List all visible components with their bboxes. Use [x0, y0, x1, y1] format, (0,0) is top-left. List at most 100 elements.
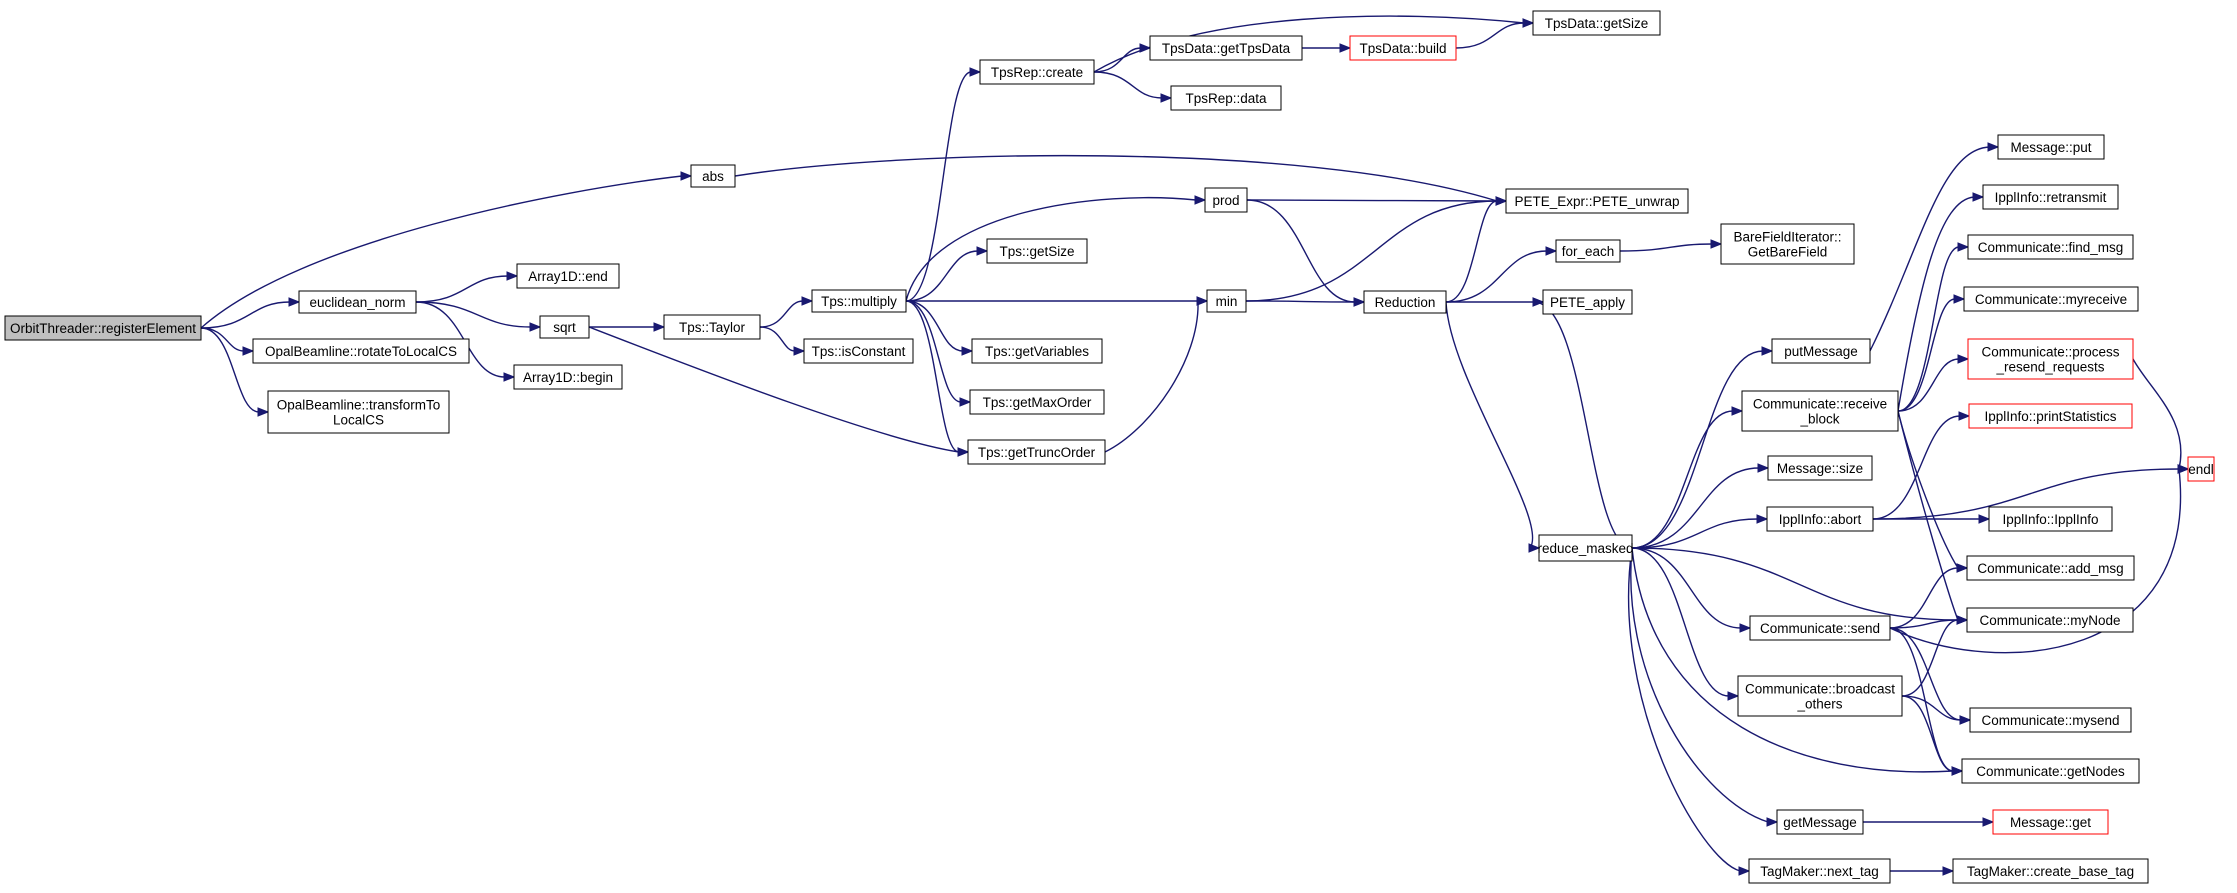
node-tps_isconstant[interactable]: Tps::isConstant [803, 338, 914, 364]
node-box [1968, 403, 2133, 429]
node-label: Tps::getSize [999, 244, 1074, 259]
edge-reduction-to-for_each [1445, 246, 1558, 303]
arrowhead [1727, 691, 1740, 701]
node-bfi_getbarefield[interactable]: BareFieldIterator::GetBareField [1720, 223, 1855, 265]
arrowhead [976, 246, 989, 256]
node-label: _resend_requests [1995, 360, 2104, 375]
edge-min-to-reduction [1245, 297, 1366, 307]
edge-root-to-rotateToLocalCS [200, 327, 255, 356]
edge-line [905, 300, 960, 453]
node-tpsrep_create[interactable]: TpsRep::create [979, 59, 1095, 85]
node-tpsdata_gettpsdata[interactable]: TpsData::getTpsData [1149, 35, 1303, 61]
node-box [539, 315, 590, 339]
node-box [516, 263, 620, 289]
arrowhead [1353, 297, 1366, 307]
node-euclidean_norm[interactable]: euclidean_norm [298, 290, 417, 314]
node-box [979, 59, 1095, 85]
arrowhead [1957, 242, 1970, 252]
node-label: BareFieldIterator:: [1733, 230, 1841, 245]
node-min[interactable]: min [1206, 289, 1247, 313]
node-label: TpsData::getSize [1545, 16, 1649, 31]
node-box [971, 338, 1103, 364]
node-tps_getmaxorder[interactable]: Tps::getMaxOrder [969, 389, 1105, 415]
node-tagmaker_next_tag[interactable]: TagMaker::next_tag [1748, 858, 1891, 884]
node-comm_getnodes[interactable]: Communicate::getNodes [1961, 758, 2140, 784]
node-label: abs [702, 169, 724, 184]
node-tpsdata_build[interactable]: TpsData::build [1349, 35, 1457, 61]
node-box [1748, 858, 1891, 884]
node-comm_broadcast_others[interactable]: Communicate::broadcast_others [1737, 675, 1903, 717]
node-comm_mynode[interactable]: Communicate::myNode [1966, 607, 2134, 633]
node-pete_unwrap[interactable]: PETE_Expr::PETE_unwrap [1505, 188, 1689, 214]
node-ipplinfo_abort[interactable]: IpplInfo::abort [1766, 506, 1874, 532]
node-comm_find_msg[interactable]: Communicate::find_msg [1967, 234, 2134, 260]
node-array_begin[interactable]: Array1D::begin [513, 364, 623, 390]
node-tps_getsize[interactable]: Tps::getSize [986, 238, 1088, 264]
edge-line [1445, 250, 1548, 303]
node-box [1766, 506, 1874, 532]
node-label: Communicate::mysend [1981, 713, 2119, 728]
node-comm_add_msg[interactable]: Communicate::add_msg [1966, 555, 2135, 581]
node-sqrt[interactable]: sqrt [539, 315, 590, 339]
edge-reduce_masked-to-comm_receive_block [1631, 406, 1744, 549]
arrowhead [1339, 43, 1352, 53]
edge-tpsdata_gettpsdata-to-tpsdata_build [1302, 43, 1352, 53]
node-getmessage[interactable]: getMessage [1776, 809, 1864, 835]
arrowhead [2177, 464, 2190, 474]
nodes-layer: OrbitThreader::registerElement abseuclide… [4, 10, 2215, 884]
edge-comm_broadcast_others-to-comm_mynode [1901, 615, 1969, 697]
node-comm_mysend[interactable]: Communicate::mysend [1969, 707, 2132, 733]
edge-line [200, 327, 260, 413]
arrowhead [1972, 192, 1985, 202]
edge-root-to-abs [200, 171, 693, 329]
node-tps_multiply[interactable]: Tps::multiply [811, 289, 907, 313]
node-comm_process_resend[interactable]: Communicate::process_resend_requests [1967, 338, 2134, 380]
node-message_get[interactable]: Message::get [1992, 809, 2109, 835]
edge-reduce_masked-to-getmessage [1630, 547, 1779, 827]
arrowhead [1956, 615, 1969, 625]
edge-reduce_masked-to-putmessage [1631, 346, 1774, 549]
edge-line [415, 301, 532, 328]
node-array_end[interactable]: Array1D::end [516, 263, 620, 289]
node-pete_apply[interactable]: PETE_apply [1542, 289, 1633, 315]
node-ipplinfo_ipplinfo[interactable]: IpplInfo::IpplInfo [1988, 506, 2113, 532]
node-comm_myreceive[interactable]: Communicate::myreceive [1963, 286, 2139, 312]
arrowhead [503, 372, 516, 382]
node-label: OrbitThreader::registerElement [10, 321, 196, 336]
node-message_put[interactable]: Message::put [1997, 134, 2105, 160]
node-putmessage[interactable]: putMessage [1771, 338, 1871, 364]
node-abs[interactable]: abs [690, 164, 736, 188]
arrowhead [1761, 346, 1774, 356]
node-reduce_masked[interactable]: reduce_masked [1537, 534, 1634, 562]
edge-tpsdata_build-to-tpsdata_getsize [1455, 18, 1535, 49]
arrowhead [1194, 195, 1207, 205]
node-root[interactable]: OrbitThreader::registerElement [4, 315, 202, 341]
node-box [252, 338, 470, 364]
edge-line [200, 175, 683, 329]
node-message_size[interactable]: Message::size [1767, 455, 1873, 481]
node-reduction[interactable]: Reduction [1363, 290, 1447, 314]
node-comm_receive_block[interactable]: Communicate::receive_block [1741, 390, 1899, 432]
node-label: Communicate::broadcast [1745, 682, 1895, 697]
node-tps_gettruncorder[interactable]: Tps::getTruncOrder [967, 439, 1106, 465]
node-rotateToLocalCS[interactable]: OpalBeamline::rotateToLocalCS [252, 338, 470, 364]
node-label: OpalBeamline::transformTo [277, 398, 441, 413]
arrowhead [793, 346, 806, 356]
node-tps_getvariables[interactable]: Tps::getVariables [971, 338, 1103, 364]
node-comm_send[interactable]: Communicate::send [1749, 615, 1891, 641]
node-ipplinfo_printstatistics[interactable]: IpplInfo::printStatistics [1968, 403, 2133, 429]
edge-line [1455, 22, 1525, 49]
edge-line [1869, 146, 1990, 352]
node-tps_taylor[interactable]: Tps::Taylor [663, 314, 761, 340]
node-tagmaker_create_base_tag[interactable]: TagMaker::create_base_tag [1952, 858, 2149, 884]
edge-line [1897, 410, 1959, 569]
node-label: Communicate::receive [1753, 397, 1887, 412]
node-label: sqrt [553, 320, 576, 335]
node-tpsrep_data[interactable]: TpsRep::data [1170, 85, 1282, 111]
node-tpsdata_getsize[interactable]: TpsData::getSize [1532, 10, 1661, 36]
node-for_each[interactable]: for_each [1555, 239, 1621, 263]
node-ipplinfo_retransmit[interactable]: IpplInfo::retransmit [1982, 184, 2119, 210]
node-prod[interactable]: prod [1204, 187, 1248, 213]
node-endl[interactable]: endl [2187, 456, 2215, 482]
